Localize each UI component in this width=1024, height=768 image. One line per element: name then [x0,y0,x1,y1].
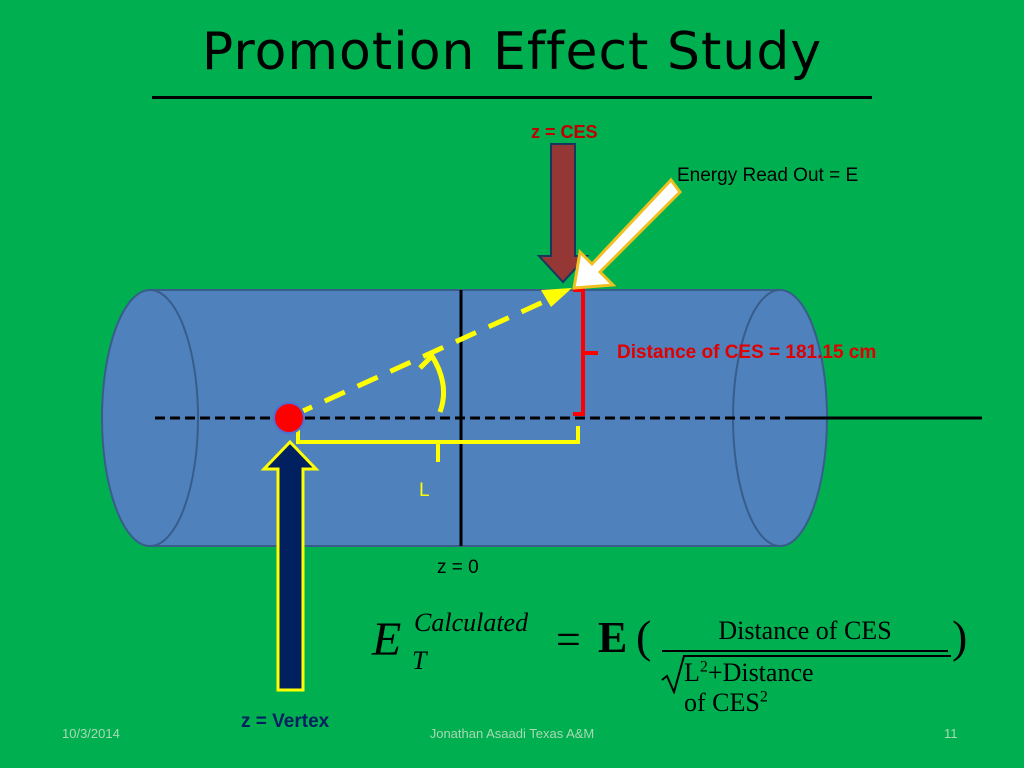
sqrt-sign [661,655,685,694]
denominator-power: 2 [699,658,708,676]
formula-open-paren: ( [636,611,652,662]
formula-symbol: E [372,613,402,666]
formula-close-paren: ) [952,611,968,662]
angle-arc [418,352,447,413]
formula-equals: = [556,615,581,664]
energy-arrow [572,177,682,290]
title-underline [152,96,872,99]
trajectory-arrowhead [541,288,572,307]
sqrt-overline [683,655,951,657]
footer-page-number: 11 [944,726,958,741]
cylinder-left-cap [101,289,199,547]
denominator-plus: + [707,658,723,687]
energy-readout-label: Energy Read Out = E [677,165,859,186]
denominator-term-power: 2 [759,688,768,706]
slide-title: Promotion Effect Study [201,22,823,82]
z-vertex-label: z = Vertex [241,711,330,732]
formula-energy: E [598,613,628,662]
vertex-point [273,402,305,434]
z-ces-label: z = CES [531,122,598,142]
footer-author: Jonathan Asaadi Texas A&M [429,726,595,741]
formula-denominator: L2+Distance of CES2 [684,658,814,718]
formula-fraction-bar [662,650,948,652]
cylinder-outline [150,289,780,547]
ces-arrow [536,143,590,284]
distance-label: Distance of CES = 181.15 cm [617,342,877,363]
vertex-arrow [260,439,320,692]
formula-superscript: Calculated [414,608,529,637]
length-label: L [419,480,430,501]
trajectory-dashed [290,295,554,419]
z-zero-label: z = 0 [437,557,479,578]
footer-date: 10/3/2014 [62,726,120,741]
denominator-base: L [684,658,700,687]
denominator-term: Distance of CES [684,658,814,717]
formula-subscript: T [412,646,427,675]
formula-numerator: Distance of CES [718,616,892,645]
